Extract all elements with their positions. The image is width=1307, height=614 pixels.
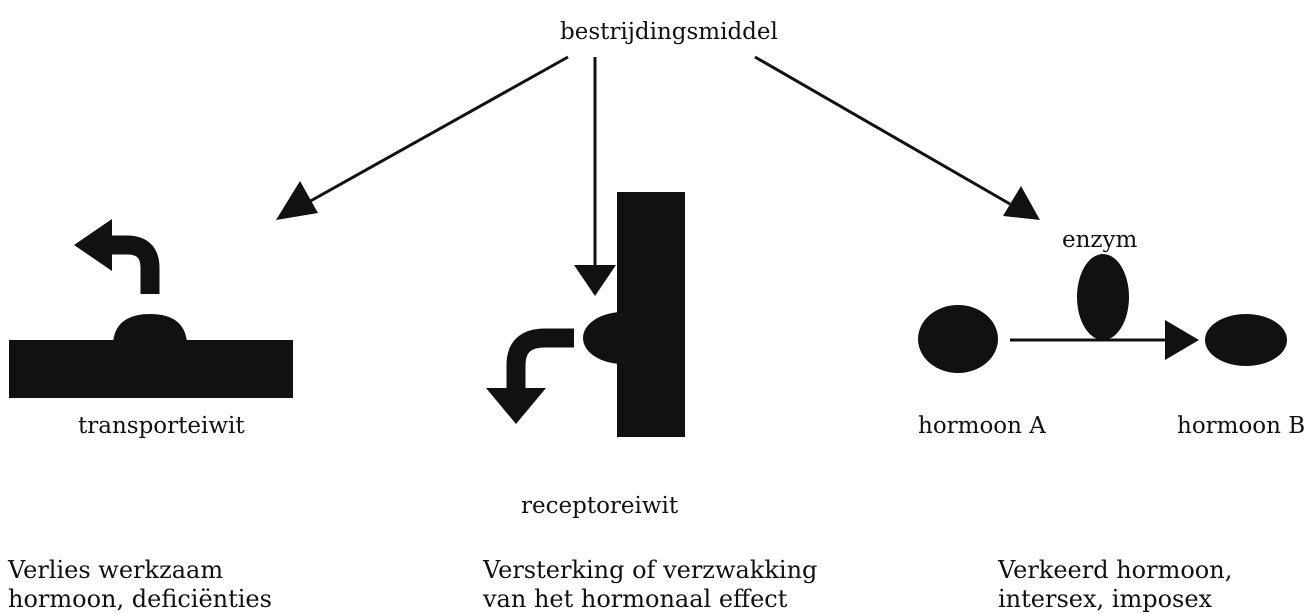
enzyme-caption-line-1: Verkeerd hormoon,	[998, 556, 1233, 584]
release-arrow-down-icon	[486, 328, 574, 424]
pesticide-label: bestrijdingsmiddel	[560, 19, 778, 45]
enzyme-label: enzym	[1062, 227, 1138, 253]
arrow-to-enzyme	[754, 55, 1040, 220]
receptor-caption: Versterking of verzwakking van het hormo…	[483, 556, 817, 614]
receptor-protein	[583, 192, 685, 437]
transport-caption: Verlies werkzaam hormoon, deficiënties	[8, 556, 272, 614]
release-arrow-up-icon	[74, 219, 160, 294]
transport-protein	[9, 314, 293, 398]
enzyme-caption: Verkeerd hormoon, intersex, imposex	[998, 556, 1232, 614]
receptor-protein-label: receptoreiwit	[521, 493, 679, 519]
transport-caption-line-2: hormoon, deficiënties	[8, 585, 272, 613]
enzyme-conversion	[918, 254, 1287, 373]
enzyme-caption-line-2: intersex, imposex	[998, 585, 1213, 613]
arrow-to-receptor	[574, 57, 616, 296]
arrow-to-transport	[276, 55, 569, 220]
transport-caption-line-1: Verlies werkzaam	[8, 556, 224, 584]
transport-protein-label: transporteiwit	[78, 413, 245, 439]
receptor-caption-line-2: van het hormonaal effect	[483, 585, 788, 613]
hormone-a-label: hormoon A	[918, 413, 1046, 439]
receptor-caption-line-1: Versterking of verzwakking	[483, 556, 818, 584]
hormone-b-label: hormoon B	[1177, 413, 1306, 439]
